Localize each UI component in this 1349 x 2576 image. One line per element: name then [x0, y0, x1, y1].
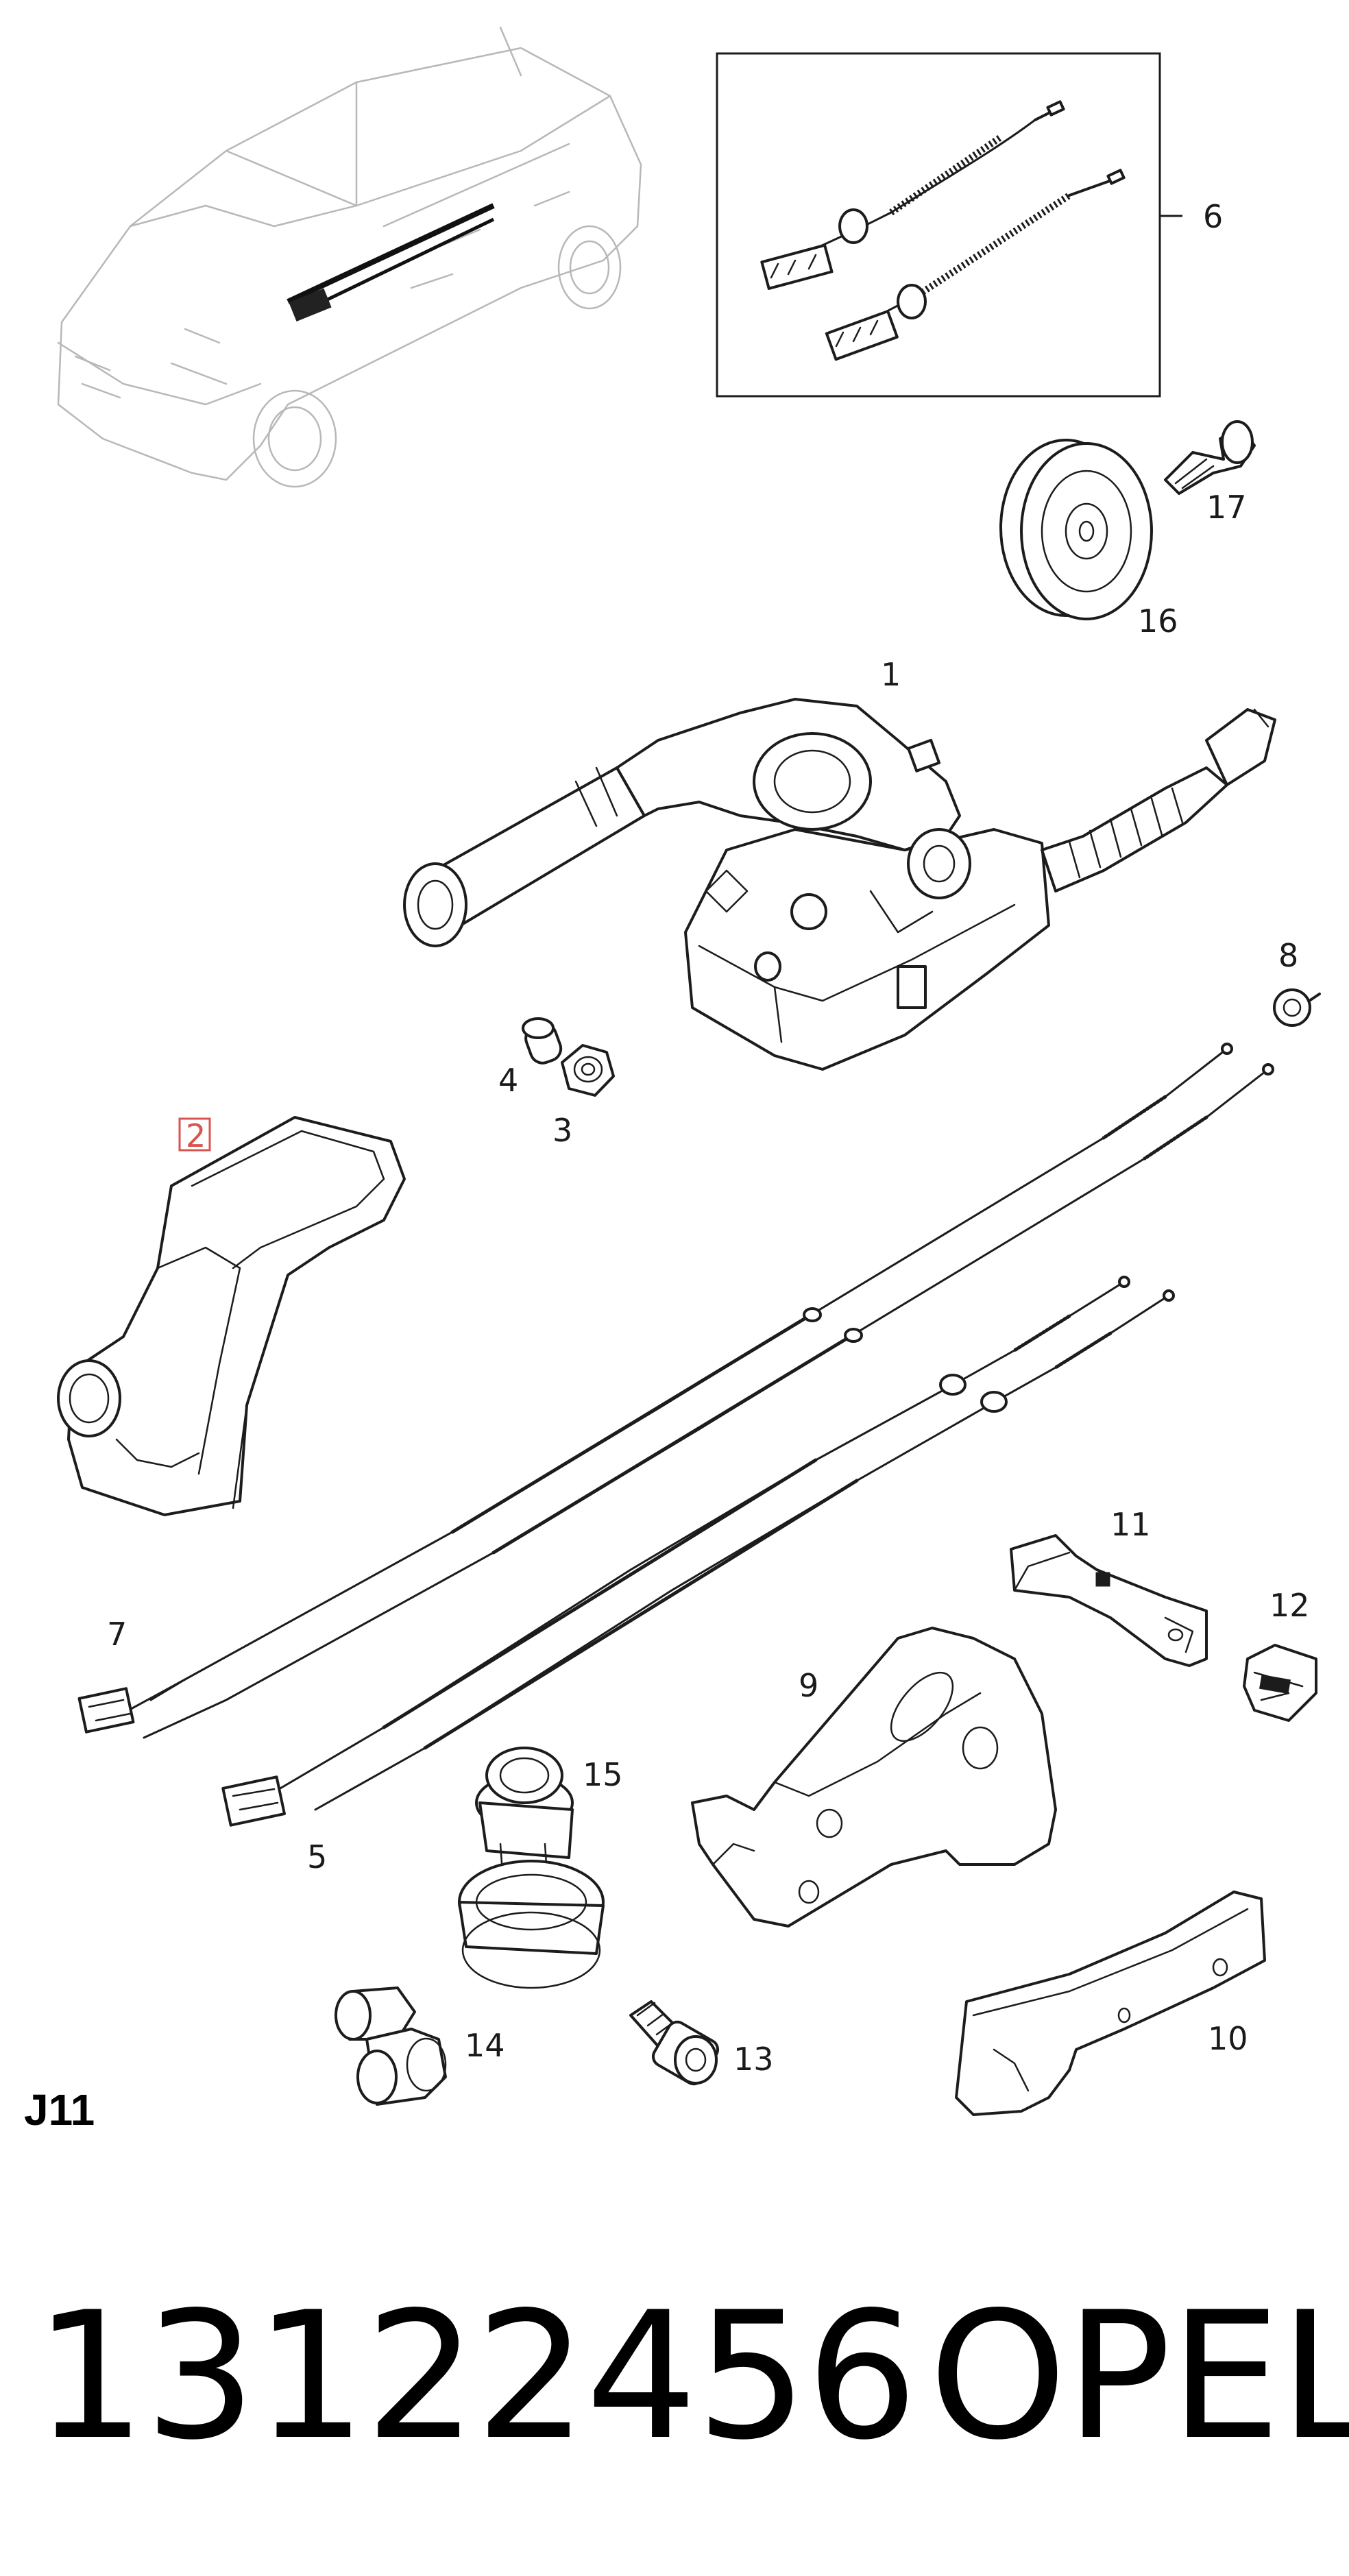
callout-5[interactable]: 5 [307, 1838, 327, 1875]
cable-part-5 [221, 1276, 1175, 1827]
callout-labels: 1 2 3 4 5 6 7 8 9 10 11 12 13 14 15 16 1… [107, 198, 1310, 2078]
section-code: J11 [24, 2085, 95, 2135]
handbrake-lever-part-1 [403, 698, 1276, 1071]
clip-part-8 [1273, 988, 1321, 1027]
callout-4[interactable]: 4 [498, 1062, 518, 1099]
vehicle-illustration [57, 26, 642, 488]
clip-part-12 [1243, 1644, 1317, 1722]
bracket-part-9 [691, 1627, 1057, 1928]
callout-11[interactable]: 11 [1110, 1506, 1151, 1543]
callout-2-highlight-box [178, 1117, 211, 1152]
nut-part-4 [522, 1017, 563, 1065]
callout-3[interactable]: 3 [552, 1112, 572, 1149]
sleeve-part-14 [335, 1986, 447, 2106]
callout-16[interactable]: 16 [1138, 603, 1178, 640]
brand-name: OPEL [929, 2274, 1349, 2479]
bracket-part-11 [1010, 1534, 1208, 1667]
callout-10[interactable]: 10 [1208, 2020, 1248, 2057]
clamp-part-15 [458, 1747, 605, 1989]
callout-8[interactable]: 8 [1278, 937, 1298, 974]
screw-part-17 [1164, 420, 1256, 495]
nut-part-3 [561, 1044, 615, 1097]
cable-part-7 [77, 1043, 1274, 1739]
bolt-part-13 [629, 2000, 720, 2086]
callout-6[interactable]: 6 [1203, 198, 1223, 235]
disc-part-16 [999, 439, 1153, 620]
cable-kit-box [716, 52, 1182, 398]
callout-2[interactable]: 2 [186, 1117, 206, 1154]
bracket-part-10 [955, 1891, 1266, 2116]
part-number: 13122456 [34, 2274, 916, 2479]
callout-14[interactable]: 14 [465, 2027, 505, 2064]
callout-7[interactable]: 7 [107, 1616, 127, 1653]
callout-17[interactable]: 17 [1206, 489, 1247, 526]
callout-13[interactable]: 13 [733, 2041, 774, 2078]
boot-cover-part-2 [57, 1116, 406, 1516]
callout-9[interactable]: 9 [799, 1667, 818, 1704]
callout-12[interactable]: 12 [1269, 1587, 1310, 1624]
callout-15[interactable]: 15 [583, 1756, 623, 1793]
callout-1[interactable]: 1 [881, 656, 901, 693]
